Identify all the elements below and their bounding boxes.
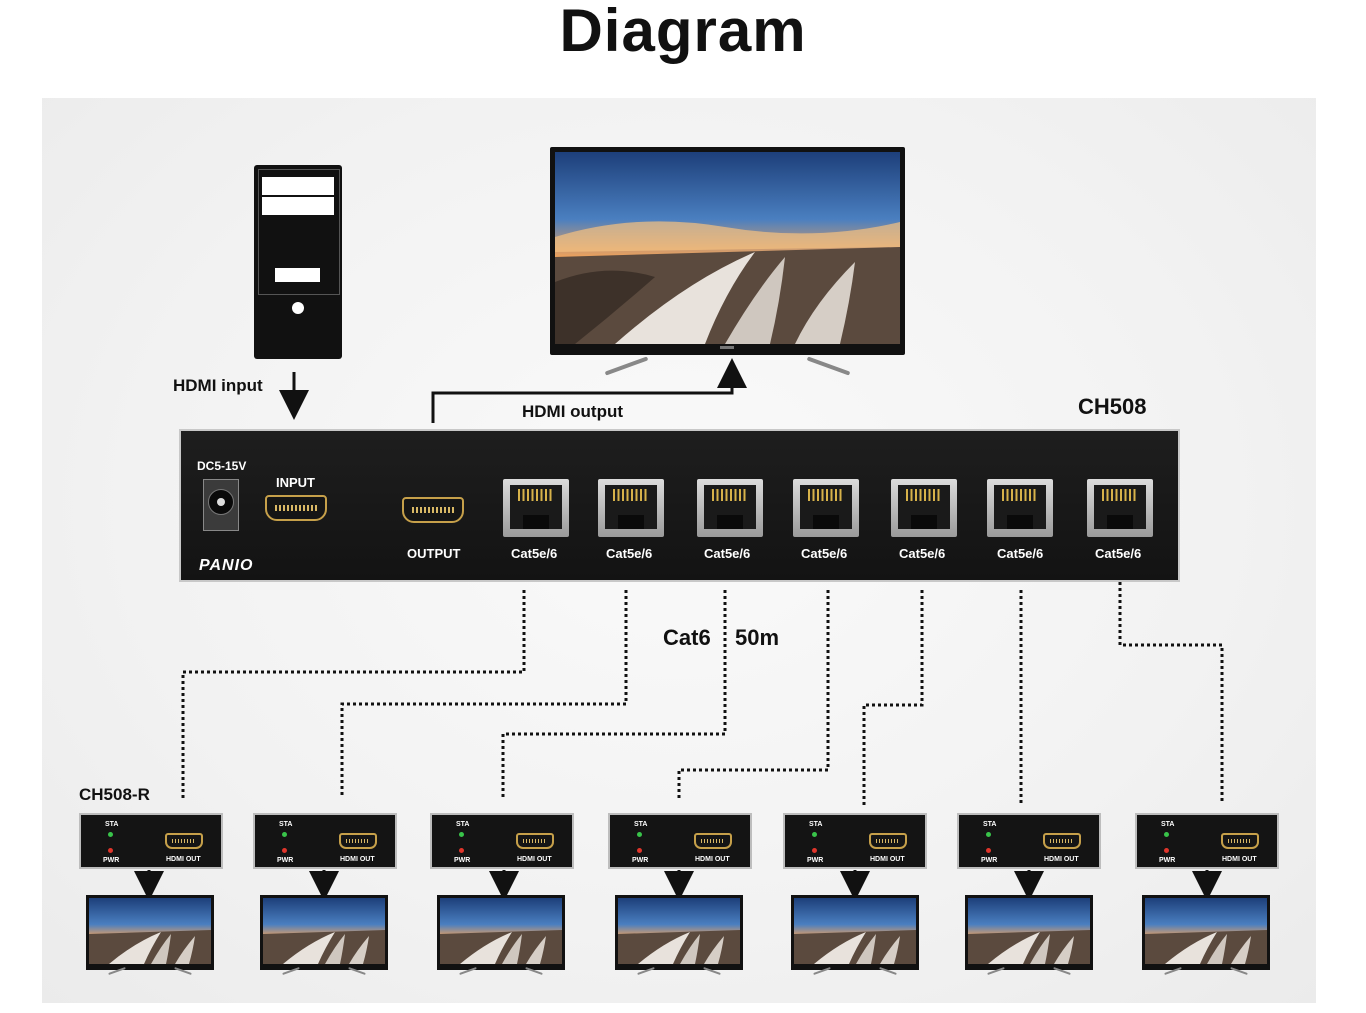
hdmi-input-port [265, 495, 327, 521]
receiver-unit-4: STA PWR HDMI OUT [608, 813, 752, 869]
receiver-unit-6: STA PWR HDMI OUT [957, 813, 1101, 869]
cable-4 [677, 590, 830, 798]
tv-icon [965, 895, 1093, 970]
brand-logo: PANIO [199, 557, 254, 574]
page-title: Diagram [559, 0, 807, 64]
tv-icon [260, 895, 388, 970]
port-label-1: Cat5e/6 [511, 546, 558, 561]
receiver-unit-1: STA PWR HDMI OUT [79, 813, 223, 869]
hdmi-out-port [165, 833, 203, 849]
cable-5 [862, 590, 924, 805]
tv-icon [550, 147, 905, 355]
cable-distance-label: 50m [735, 625, 780, 650]
tv-icon [86, 895, 214, 970]
input-label: INPUT [276, 475, 315, 490]
hdmi-output-port [402, 497, 464, 523]
receiver-unit-3: STA PWR HDMI OUT [430, 813, 574, 869]
hdmi-out-port [516, 833, 554, 849]
rj45-port-6 [987, 479, 1053, 537]
rj45-port-7 [1087, 479, 1153, 537]
tv-icon [437, 895, 565, 970]
tv-icon [791, 895, 919, 970]
pc-tower-icon [254, 165, 342, 359]
rj45-port-3 [697, 479, 763, 537]
power-label: DC5-15V [197, 459, 247, 473]
hdmi-extender-device: DC5-15V INPUT OUTPUT PANIO Cat5e/6 Cat5e… [179, 429, 1180, 582]
cable-1 [181, 590, 526, 798]
hdmi-out-port [1221, 833, 1259, 849]
tv-icon [615, 895, 743, 970]
extender-model-label: CH508 [1078, 394, 1147, 419]
receiver-unit-5: STA PWR HDMI OUT [783, 813, 927, 869]
dc-power-jack [203, 479, 239, 531]
cable-type-label: Cat6 [663, 625, 711, 650]
port-label-2: Cat5e/6 [606, 546, 653, 561]
cable-3 [501, 590, 727, 798]
rj45-port-5 [891, 479, 957, 537]
port-label-4: Cat5e/6 [801, 546, 848, 561]
hdmi-input-label: HDMI input [173, 376, 263, 395]
receiver-unit-7: STA PWR HDMI OUT [1135, 813, 1279, 869]
tv-icon [1142, 895, 1270, 970]
receiver-unit-2: STA PWR HDMI OUT [253, 813, 397, 869]
cable-7 [1118, 582, 1224, 803]
cable-2 [340, 590, 628, 798]
hdmi-output-label: HDMI output [522, 402, 624, 421]
hdmi-out-port [869, 833, 907, 849]
hdmi-output-arrow [431, 358, 747, 423]
port-label-5: Cat5e/6 [899, 546, 946, 561]
output-label: OUTPUT [407, 546, 461, 561]
rj45-port-4 [793, 479, 859, 537]
receiver-model-label: CH508-R [79, 785, 150, 804]
hdmi-out-port [694, 833, 732, 849]
port-label-6: Cat5e/6 [997, 546, 1044, 561]
hdmi-out-port [1043, 833, 1081, 849]
hdmi-out-port [339, 833, 377, 849]
port-label-7: Cat5e/6 [1095, 546, 1142, 561]
rj45-port-1 [503, 479, 569, 537]
port-label-3: Cat5e/6 [704, 546, 751, 561]
rj45-port-2 [598, 479, 664, 537]
